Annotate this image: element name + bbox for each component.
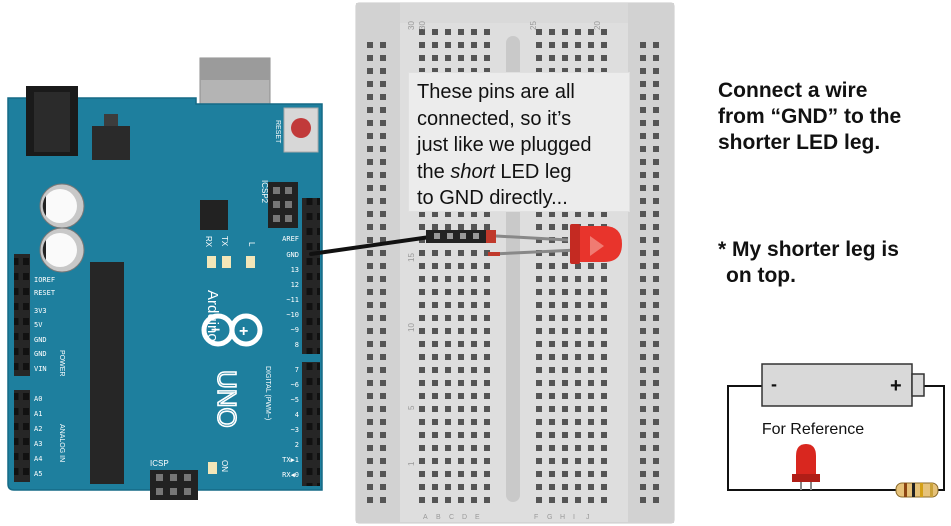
instruction-line: shorter LED leg. — [718, 130, 948, 156]
power-label: POWER — [58, 350, 65, 376]
callout-text: LED leg — [495, 161, 572, 183]
power-rail-left-holes — [366, 38, 392, 508]
svg-text:+: + — [239, 323, 248, 340]
uno-text: UNO — [212, 370, 242, 428]
usb-chip — [200, 200, 228, 230]
bb-number-10: 10 — [407, 323, 416, 332]
pin-label-gnd: GND — [286, 251, 299, 259]
bb-number-5: 5 — [407, 405, 416, 410]
callout-line: just like we plugged — [417, 132, 621, 159]
power-rail-right-holes — [636, 38, 662, 508]
icsp2-header — [268, 182, 298, 228]
pin-label: 7 — [295, 366, 299, 374]
pin-label: 12 — [291, 281, 299, 289]
pin-label: ~11 — [286, 296, 299, 304]
pin-label: GND — [34, 350, 47, 358]
for-reference-label: For Reference — [748, 421, 878, 439]
pin-label: 13 — [291, 266, 299, 274]
rx-led — [207, 256, 216, 268]
resistor — [896, 483, 938, 497]
pin-label: A1 — [34, 410, 42, 418]
pin-label: ~9 — [291, 326, 299, 334]
instruction-text: Connect a wire from “GND” to the shorter… — [718, 78, 948, 156]
reset-label: RESET — [274, 120, 281, 144]
arduino-uno-board: RESET ICSP2 RX TX L − + Arduino UNO DIGI… — [8, 58, 322, 500]
pin-label: 2 — [295, 441, 299, 449]
bb-letter: I — [573, 514, 575, 521]
pin-label: VIN — [34, 365, 47, 373]
pin-label: 5V — [34, 321, 43, 329]
reset-button — [284, 108, 318, 152]
pin-label: ~5 — [291, 396, 299, 404]
icsp2-label: ICSP2 — [260, 180, 269, 204]
on-label: ON — [220, 460, 229, 472]
callout-line: the short LED leg — [417, 159, 621, 186]
battery-plus-label: + — [890, 375, 902, 397]
explanation-callout: These pins are all connected, so it’s ju… — [408, 72, 630, 212]
bb-number-15: 15 — [407, 253, 416, 262]
pin-label: A3 — [34, 440, 42, 448]
battery-minus-label: - — [771, 374, 777, 394]
callout-text: the — [417, 161, 450, 183]
bb-letter: G — [547, 514, 552, 521]
pin-label: 4 — [295, 411, 299, 419]
note-line: * My shorter leg is — [718, 238, 899, 261]
voltage-regulator — [92, 126, 130, 160]
bb-letter: C — [449, 514, 454, 521]
pin-label: 3V3 — [34, 307, 47, 315]
pin-label: TX▶1 — [282, 456, 299, 464]
rx-label: RX — [204, 236, 213, 248]
digital-label: DIGITAL (PWM~) — [264, 366, 271, 420]
reference-led — [792, 444, 820, 490]
note-line: on top. — [718, 263, 948, 289]
bb-number-25-b: 25 — [529, 21, 538, 30]
bb-letter: F — [534, 514, 538, 521]
bb-letter: A — [423, 514, 428, 521]
led-leg-contact — [486, 230, 496, 243]
pin-label: ~10 — [286, 311, 299, 319]
bb-number-30-b: 30 — [418, 21, 427, 30]
instruction-line: Connect a wire — [718, 78, 948, 104]
pin-label: A2 — [34, 425, 42, 433]
bb-letter: H — [560, 514, 565, 521]
l-label: L — [247, 242, 256, 247]
bb-letter: B — [436, 514, 441, 521]
pin-label: ~3 — [291, 426, 299, 434]
bb-letter: D — [462, 514, 467, 521]
pin-label: ~6 — [291, 381, 299, 389]
l-led — [246, 256, 255, 268]
callout-emphasis: short — [450, 161, 494, 183]
instruction-line: from “GND” to the — [718, 104, 948, 130]
analog-in-label: ANALOG IN — [58, 424, 65, 462]
bb-letter: E — [475, 514, 480, 521]
microcontroller-chip — [90, 262, 124, 484]
callout-line: These pins are all — [417, 79, 621, 106]
bb-number-1: 1 — [407, 461, 416, 466]
pin-label: A5 — [34, 470, 42, 478]
pin-label: RX◀0 — [282, 471, 299, 479]
pin-label: A0 — [34, 395, 42, 403]
pin-label: A4 — [34, 455, 42, 463]
red-led — [570, 224, 622, 264]
note-text: * My shorter leg is on top. — [718, 237, 948, 289]
tx-led — [222, 256, 231, 268]
callout-line: connected, so it’s — [417, 106, 621, 133]
on-led — [208, 462, 217, 474]
bb-number-30: 30 — [407, 21, 416, 30]
capacitor-2 — [40, 228, 84, 272]
arduino-logo-text: Arduino — [204, 290, 221, 342]
capacitor-1 — [40, 184, 84, 228]
callout-line: to GND directly... — [417, 185, 621, 212]
pin-label: IOREF — [34, 276, 55, 284]
pin-label: RESET — [34, 289, 56, 297]
pin-label: 8 — [295, 341, 299, 349]
icsp-label: ICSP — [150, 459, 169, 468]
bb-number-20-b: 20 — [593, 21, 602, 30]
tx-label: TX — [220, 236, 229, 247]
bb-letter: J — [586, 514, 590, 521]
pin-label: GND — [34, 336, 47, 344]
pin-label-aref: AREF — [282, 235, 299, 243]
